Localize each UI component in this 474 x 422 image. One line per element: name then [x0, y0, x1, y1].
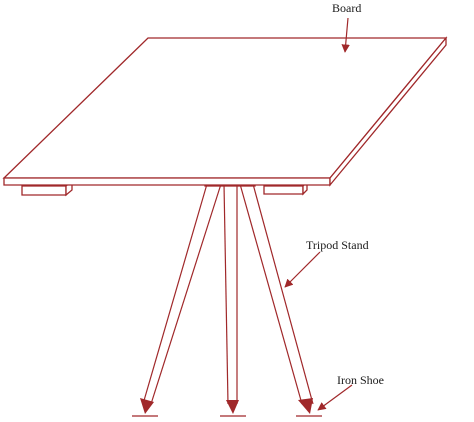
iron-shoe-pointer: [317, 384, 353, 411]
cleat-right: [263, 185, 304, 195]
board-top-surface: [2, 37, 448, 179]
tripod-stand-pointer: [284, 251, 321, 288]
cleat-left: [21, 185, 67, 196]
board-pointer: [341, 17, 350, 53]
tripod-leg-right: [239, 183, 322, 417]
board-cleats: [21, 179, 308, 197]
label-pointers: [284, 17, 353, 411]
tripod-leg-left: [132, 183, 222, 417]
tripod-leg-middle: [220, 183, 246, 417]
board: [2, 36, 448, 187]
iron-shoe-label: Iron Shoe: [337, 373, 384, 387]
board-front-edge: [3, 177, 331, 186]
board-side-edge: [329, 36, 447, 187]
tripod-stand: [132, 183, 322, 417]
board-label: Board: [332, 1, 361, 15]
tripod-stand-label: Tripod Stand: [306, 238, 369, 252]
